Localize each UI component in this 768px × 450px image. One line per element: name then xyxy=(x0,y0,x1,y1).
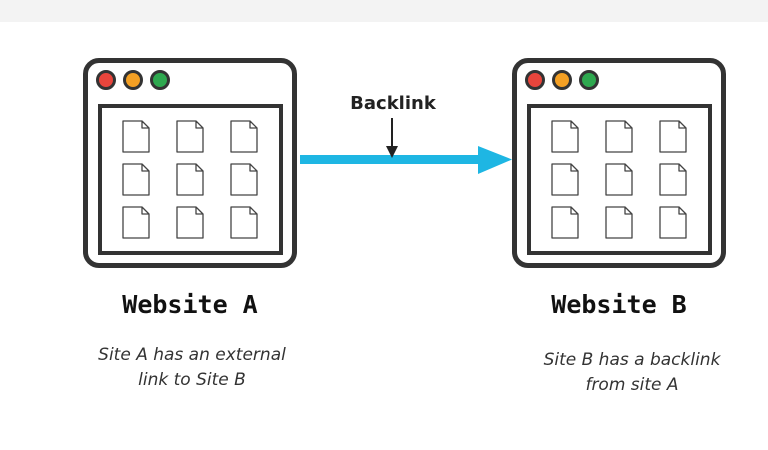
website-b-description-line-1: Site B has a backlink xyxy=(543,350,721,370)
document-page-icon xyxy=(176,163,204,196)
minimize-dot-icon xyxy=(123,70,143,90)
website-a-browser-window xyxy=(83,58,297,268)
arrow-head xyxy=(478,146,512,174)
document-page-icon xyxy=(176,120,204,153)
document-page-icon xyxy=(551,206,579,239)
website-b-content-area xyxy=(527,104,712,255)
website-a-page-grid xyxy=(121,119,259,239)
document-page-icon xyxy=(122,120,150,153)
document-page-icon xyxy=(605,120,633,153)
website-b-description: Site B has a backlink from site A xyxy=(502,348,762,398)
document-page-icon xyxy=(551,120,579,153)
document-page-icon xyxy=(176,206,204,239)
document-page-icon xyxy=(230,206,258,239)
right-arrow-icon xyxy=(300,146,512,174)
document-page-icon xyxy=(551,163,579,196)
close-dot-icon xyxy=(525,70,545,90)
website-a-description-line-2: link to Site B xyxy=(138,370,246,390)
document-page-icon xyxy=(122,163,150,196)
website-a-description-line-1: Site A has an external xyxy=(98,345,286,365)
down-arrow-icon xyxy=(386,118,398,158)
pointer-head xyxy=(386,146,398,158)
top-band xyxy=(0,0,768,22)
website-b-browser-window xyxy=(512,58,726,268)
backlink-label: Backlink xyxy=(350,93,436,114)
website-a-description: Site A has an external link to Site B xyxy=(62,343,322,393)
website-b-title: Website B xyxy=(551,290,687,319)
maximize-dot-icon xyxy=(579,70,599,90)
document-page-icon xyxy=(230,163,258,196)
close-dot-icon xyxy=(96,70,116,90)
document-page-icon xyxy=(230,120,258,153)
document-page-icon xyxy=(605,163,633,196)
website-a-content-area xyxy=(98,104,283,255)
website-a-title: Website A xyxy=(122,290,258,319)
document-page-icon xyxy=(659,206,687,239)
document-page-icon xyxy=(605,206,633,239)
maximize-dot-icon xyxy=(150,70,170,90)
minimize-dot-icon xyxy=(552,70,572,90)
website-b-page-grid xyxy=(550,119,688,239)
arrow-shaft xyxy=(300,155,480,164)
website-b-description-line-2: from site A xyxy=(585,375,679,395)
document-page-icon xyxy=(659,163,687,196)
document-page-icon xyxy=(659,120,687,153)
document-page-icon xyxy=(122,206,150,239)
